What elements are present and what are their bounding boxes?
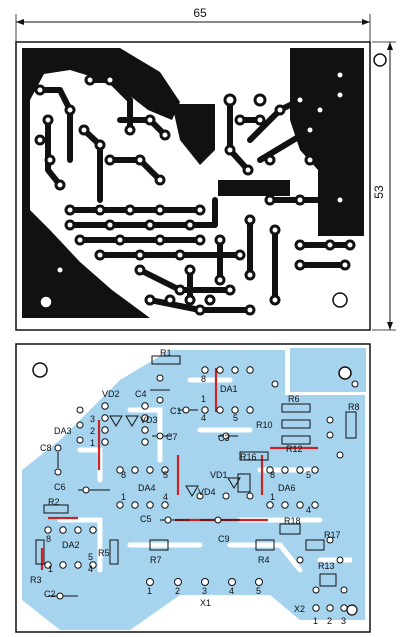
top-ground-pour-center xyxy=(172,104,215,165)
pin-label: 3 xyxy=(341,616,346,626)
label-c7: C7 xyxy=(166,432,178,442)
pin-label: 1 xyxy=(90,438,95,448)
pin-label: 3 xyxy=(202,586,207,596)
pin-label: 1 xyxy=(121,492,126,502)
label-c9: C9 xyxy=(218,534,230,544)
label-r5: R5 xyxy=(98,548,110,558)
pin-label: 1 xyxy=(48,564,53,574)
label-vd3: VD3 xyxy=(140,415,158,425)
pin-label: 5 xyxy=(256,586,261,596)
label-r7: R7 xyxy=(150,555,162,565)
label-c6: C6 xyxy=(54,482,66,492)
bottom-mounting-hole-left xyxy=(32,362,48,378)
pin-labels: 8 1 4 5 3 2 1 8 5 1 4 8 5 1 4 8 5 1 4 1 … xyxy=(46,374,346,626)
label-vd1: VD1 xyxy=(210,470,228,480)
label-r16: R16 xyxy=(240,452,257,462)
component-placement-layout xyxy=(15,343,371,633)
pin-label: 5 xyxy=(306,470,311,480)
top-corner-hole xyxy=(373,53,387,67)
label-da1: DA1 xyxy=(220,384,238,394)
label-r6: R6 xyxy=(288,394,300,404)
width-dimension: 65 xyxy=(15,6,371,42)
label-c2: C2 xyxy=(44,589,56,599)
label-r1: R1 xyxy=(160,348,172,358)
label-c1: C1 xyxy=(170,406,182,416)
label-r3: R3 xyxy=(30,575,42,585)
label-r17: R17 xyxy=(324,530,341,540)
label-r10: R10 xyxy=(256,420,273,430)
pin-label: 2 xyxy=(175,586,180,596)
pin-label: 5 xyxy=(163,470,168,480)
top-mounting-hole-right xyxy=(332,292,348,308)
bottom-corner-hole xyxy=(346,604,358,616)
label-r2: R2 xyxy=(48,497,60,507)
pin-label: 1 xyxy=(313,616,318,626)
pin-label: 4 xyxy=(88,564,93,574)
label-r4: R4 xyxy=(258,555,270,565)
pin-label: 2 xyxy=(327,616,332,626)
pin-label: 1 xyxy=(270,492,275,502)
top-copper-layout xyxy=(15,41,387,331)
label-r12: R12 xyxy=(286,444,303,454)
label-c3: C3 xyxy=(218,433,230,443)
pin-label: 8 xyxy=(201,374,206,384)
pin-label: 4 xyxy=(201,413,206,423)
pin-label: 5 xyxy=(233,413,238,423)
label-vd4: VD4 xyxy=(198,487,216,497)
pin-label: 4 xyxy=(229,586,234,596)
width-dimension-label: 65 xyxy=(193,6,207,20)
bottom-pads xyxy=(44,366,359,612)
label-da2: DA2 xyxy=(62,540,80,550)
top-ground-pour-right2 xyxy=(218,180,290,196)
height-dimension: 53 xyxy=(372,41,396,331)
label-da3: DA3 xyxy=(54,426,72,436)
pin-label: 1 xyxy=(147,586,152,596)
label-c4: C4 xyxy=(135,389,147,399)
pin-label: 1 xyxy=(201,394,206,404)
pin-label: 2 xyxy=(90,426,95,436)
pin-label: 4 xyxy=(163,492,168,502)
pin-label: 8 xyxy=(46,534,51,544)
label-vd2: VD2 xyxy=(102,389,120,399)
label-c8: C8 xyxy=(40,443,52,453)
label-x2: X2 xyxy=(294,604,305,614)
pin-label: 5 xyxy=(88,552,93,562)
top-ground-pour-left xyxy=(22,48,180,318)
label-r8: R8 xyxy=(348,402,360,412)
bottom-mounting-hole-right xyxy=(338,366,352,380)
label-r18: R18 xyxy=(284,516,301,526)
height-dimension-label: 53 xyxy=(372,185,386,199)
pin-label: 8 xyxy=(121,470,126,480)
pin-label: 4 xyxy=(306,505,311,515)
pin-label: 8 xyxy=(270,470,275,480)
label-c5: C5 xyxy=(140,514,152,524)
label-da4: DA4 xyxy=(138,483,156,493)
component-labels: R1 C4 DA1 VD2 VD3 C1 C7 DA3 C8 C3 R6 R8 … xyxy=(30,348,360,614)
pin-label: 3 xyxy=(90,414,95,424)
label-r13: R13 xyxy=(318,561,335,571)
label-x1: X1 xyxy=(200,598,211,608)
label-da6: DA6 xyxy=(278,483,296,493)
top-pads xyxy=(34,69,356,316)
top-mounting-hole-left xyxy=(39,295,53,309)
